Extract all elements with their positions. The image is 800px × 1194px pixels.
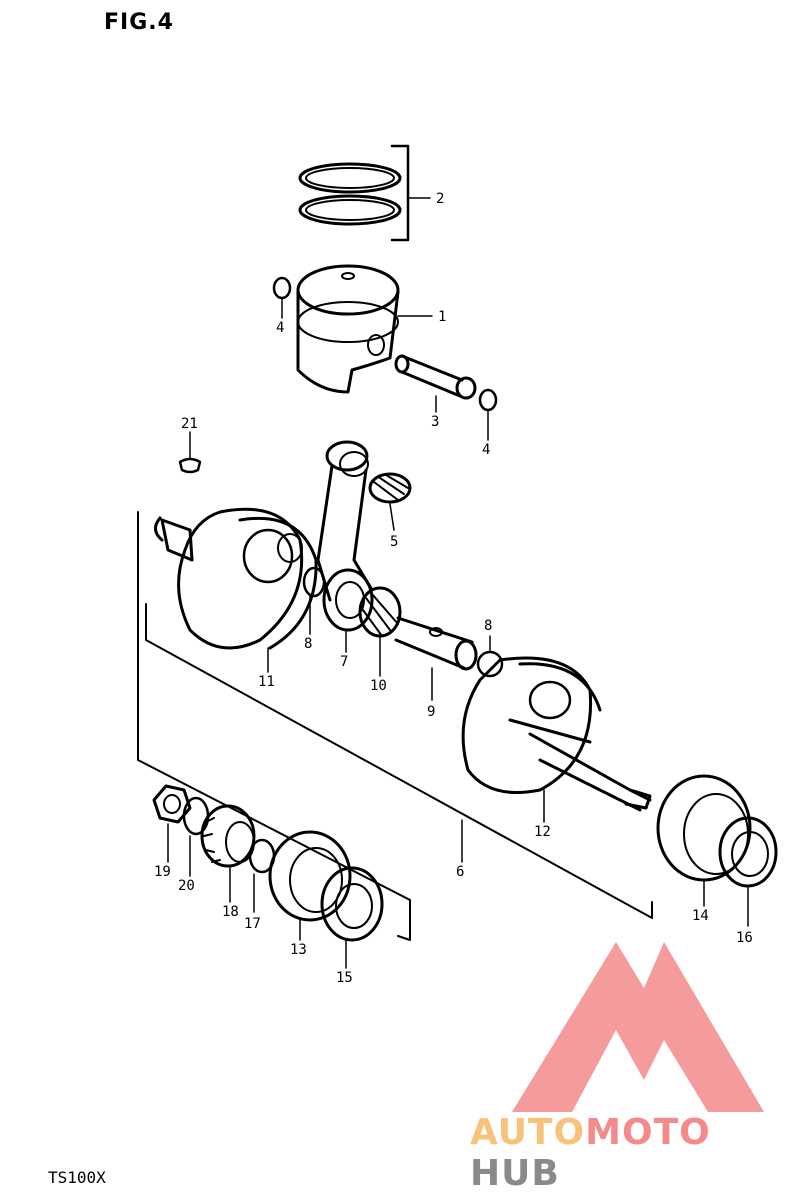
callout-12: 12 xyxy=(534,824,551,840)
watermark-part-hub: HUB xyxy=(470,1153,560,1194)
callout-20: 20 xyxy=(178,878,195,894)
callout-17: 17 xyxy=(244,916,261,932)
callout-8-left: 8 xyxy=(304,636,312,652)
callout-19: 19 xyxy=(154,864,171,880)
callout-16: 16 xyxy=(736,930,753,946)
main-bearing-left xyxy=(268,830,352,922)
callout-6: 6 xyxy=(456,864,464,880)
oil-seal-left xyxy=(320,866,384,942)
callout-10: 10 xyxy=(370,678,387,694)
callout-4-left: 4 xyxy=(276,320,284,336)
woodruff-key xyxy=(178,457,202,474)
callout-8-right: 8 xyxy=(484,618,492,634)
thrust-washer-left xyxy=(302,566,326,598)
circlip-left xyxy=(272,276,292,300)
leader-lines xyxy=(167,197,749,969)
callout-4-right: 4 xyxy=(482,442,490,458)
watermark-text: AUTOMOTO HUB xyxy=(470,1112,800,1194)
callout-2: 2 xyxy=(436,191,444,207)
circlip-right xyxy=(478,388,498,412)
piston xyxy=(296,264,400,394)
thrust-washer-right xyxy=(476,650,504,678)
watermark-part-auto: AUTO xyxy=(470,1112,586,1153)
callout-5: 5 xyxy=(390,534,398,550)
assembly-bracket xyxy=(137,511,653,941)
connecting-rod xyxy=(316,440,374,632)
callout-9: 9 xyxy=(427,704,435,720)
callout-14: 14 xyxy=(692,908,709,924)
callout-13: 13 xyxy=(290,942,307,958)
figure-title: FIG.4 xyxy=(104,10,174,35)
callout-7: 7 xyxy=(340,654,348,670)
callout-11: 11 xyxy=(258,674,275,690)
main-bearing-right xyxy=(656,774,752,882)
nut xyxy=(152,784,192,824)
oil-seal-right xyxy=(718,816,778,888)
piston-pin xyxy=(394,354,477,400)
callout-18: 18 xyxy=(222,904,239,920)
callout-15: 15 xyxy=(336,970,353,986)
watermark-logo xyxy=(512,942,764,1112)
small-end-bearing xyxy=(368,472,412,504)
crank-web-right xyxy=(461,656,652,812)
callout-3: 3 xyxy=(431,414,439,430)
watermark-part-moto: MOTO xyxy=(585,1112,711,1153)
callout-1: 1 xyxy=(438,309,446,325)
washer xyxy=(182,796,210,836)
piston-rings xyxy=(298,144,410,242)
big-end-bearing xyxy=(358,586,402,638)
callout-21: 21 xyxy=(181,416,198,432)
crank-web-left xyxy=(154,507,318,650)
model-label: TS100X xyxy=(48,1168,106,1187)
crank-pin xyxy=(394,616,478,671)
